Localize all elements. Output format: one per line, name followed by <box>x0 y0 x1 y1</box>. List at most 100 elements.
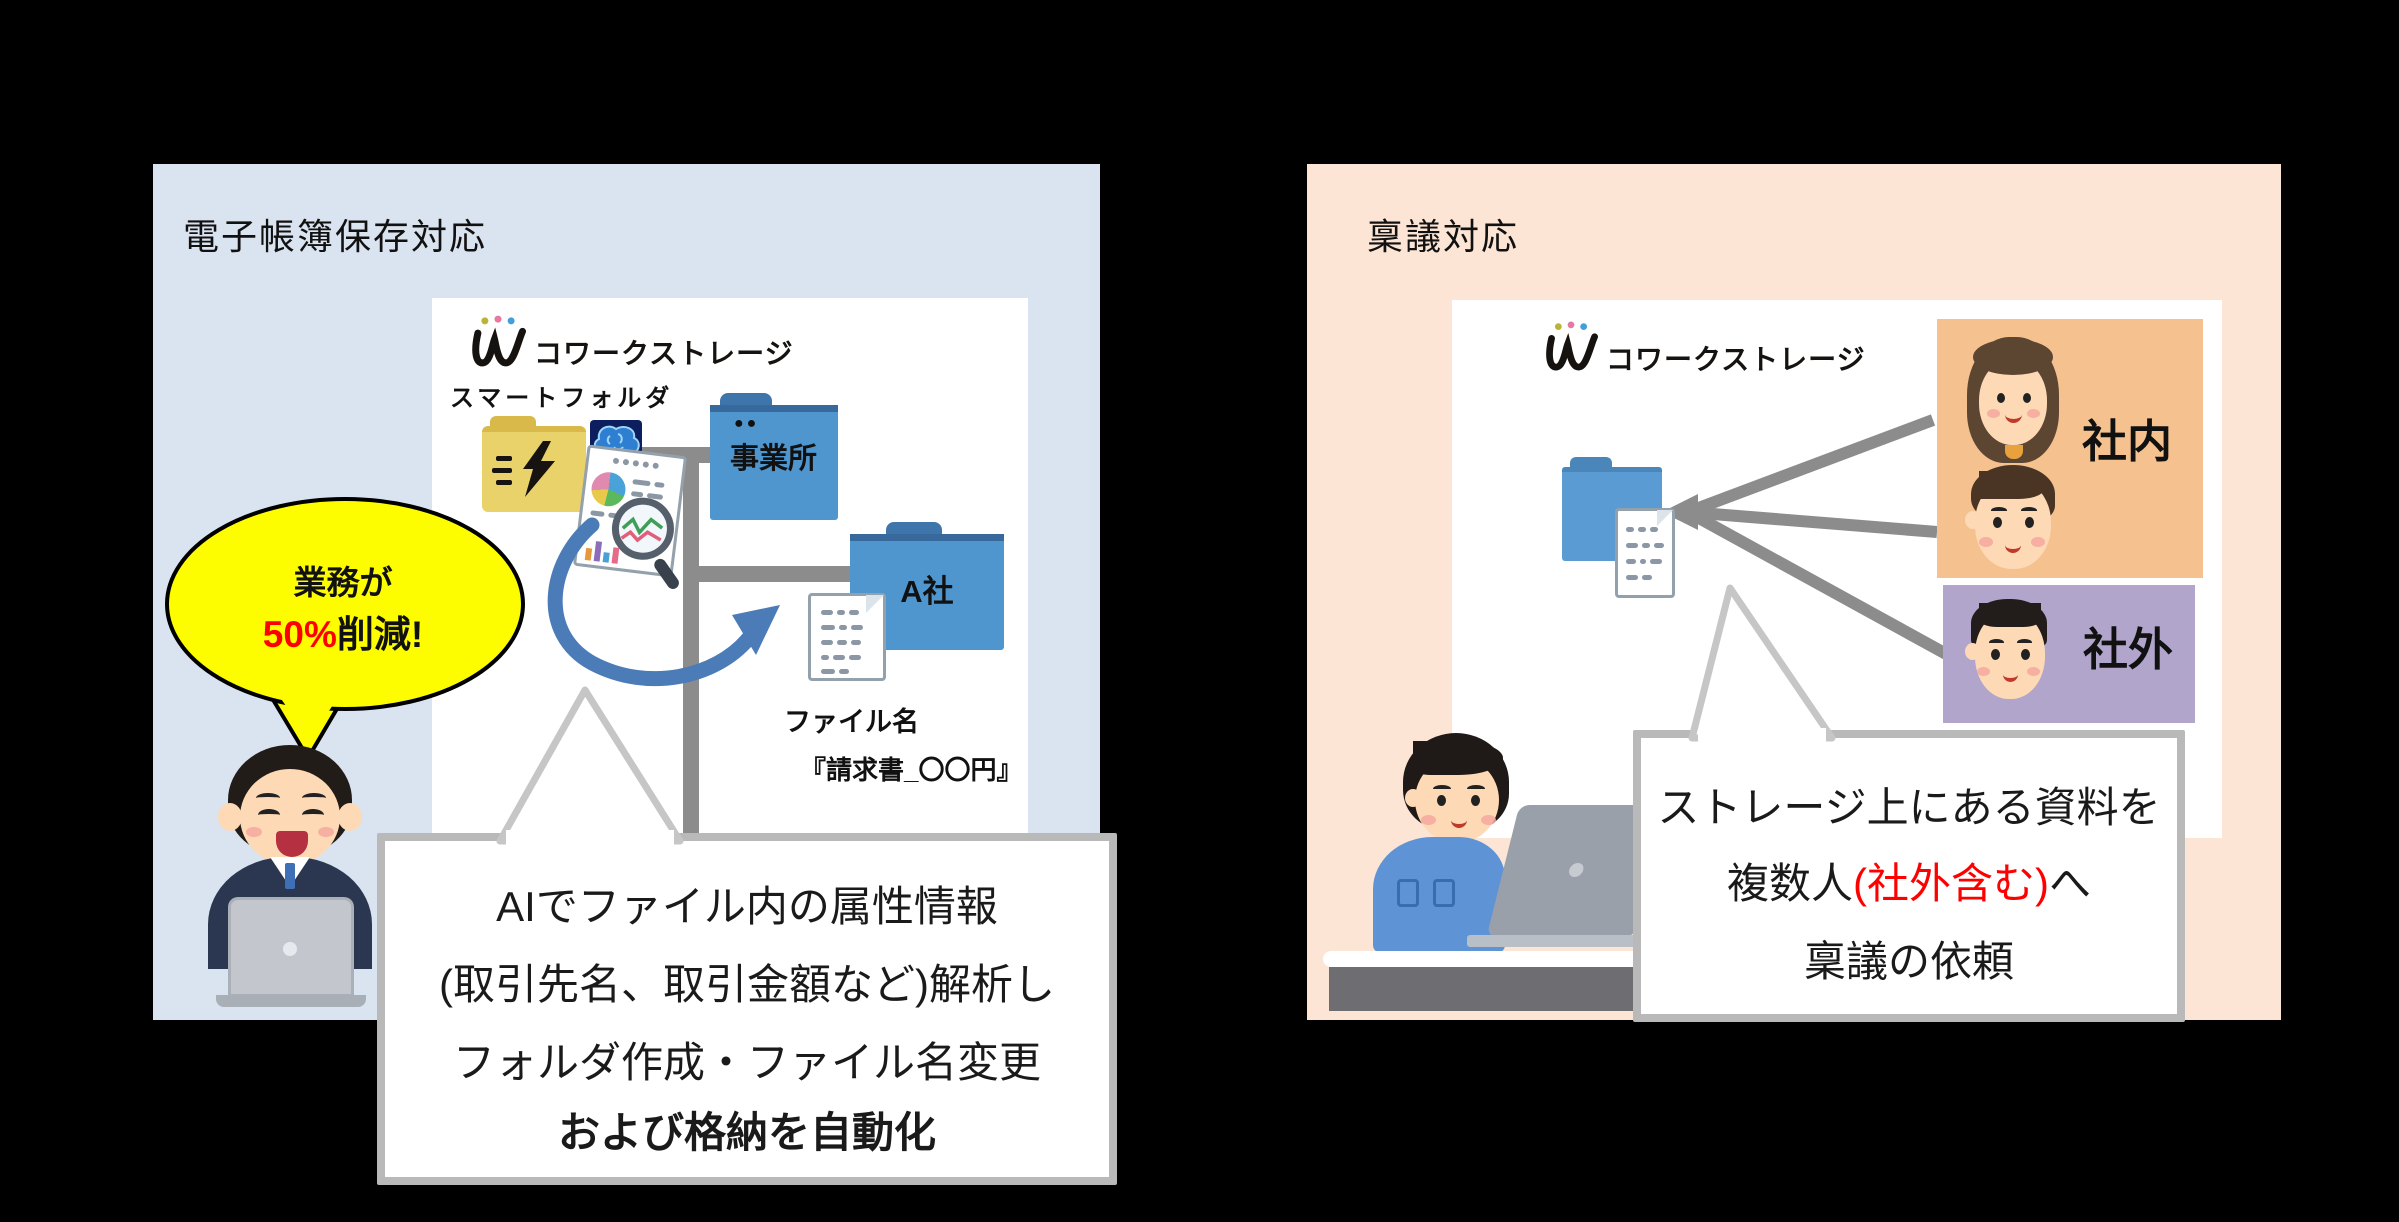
doc-line-row <box>1626 527 1658 532</box>
shirt-pocket <box>1433 879 1455 907</box>
speech-bubble-icon <box>165 497 525 762</box>
cowork-storage-logo-text: コワークストレージ <box>1606 344 1866 375</box>
page-fold <box>866 595 884 613</box>
motion-dash <box>496 456 512 461</box>
folder-strip <box>710 405 838 412</box>
auto-store-arrow-icon <box>547 517 780 687</box>
smile <box>2005 543 2021 553</box>
right-callout-pointer <box>1688 584 1836 754</box>
external-group-box: 社外 <box>1943 585 2195 723</box>
callout-line: および格納を自動化 <box>557 1109 936 1156</box>
doc-line-row <box>1626 559 1662 564</box>
smile <box>2005 413 2022 423</box>
fringe <box>1973 339 2053 375</box>
approval-request-callout: ストレージ上にある資料を 複数人(社外含む)へ 稟議の依頼 <box>1633 730 2185 1022</box>
motion-dash <box>496 480 512 485</box>
doc-line-row <box>821 655 861 660</box>
laptop-logo-dot <box>1567 863 1585 877</box>
cowork-storage-logo-mark-icon <box>472 315 526 367</box>
ai-feature-callout: AIでファイル内の属性情報 (取引先名、取引金額など)解析し フォルダ作成・ファ… <box>377 833 1117 1185</box>
callout-line: 複数人(社外含む)へ <box>1641 850 2177 911</box>
doc-line-row <box>1626 543 1664 548</box>
blush <box>1421 815 1436 825</box>
eyebrow <box>2021 507 2037 514</box>
blush <box>318 827 334 837</box>
eye <box>1471 795 1480 806</box>
eyebrow <box>2017 639 2032 646</box>
analysis-doc-icon <box>572 444 688 592</box>
doc-line-row <box>821 610 859 615</box>
callout-line: AIでファイル内の属性情報 <box>496 883 998 930</box>
eye <box>2025 517 2034 528</box>
blush <box>1977 667 1990 676</box>
eyebrow <box>1991 507 2007 514</box>
approver-at-desk-avatar <box>1317 729 1668 1014</box>
bubble-rest: 削減! <box>336 614 424 655</box>
eye <box>1437 795 1446 806</box>
eyebrow <box>302 793 326 803</box>
file-caption-name: 『請求書_〇〇円』 <box>800 755 1023 785</box>
laptop-icon <box>228 897 354 997</box>
callout-line2-suffix: へ <box>2048 860 2091 907</box>
callout-line2-prefix: 複数人 <box>1726 860 1853 907</box>
laptop-base <box>216 995 366 1007</box>
fringe <box>1979 471 2045 499</box>
right-panel-title: 稟議対応 <box>1367 216 1520 257</box>
open-mouth <box>276 831 308 857</box>
callout-line: ストレージ上にある資料を <box>1657 784 2161 831</box>
external-man-avatar <box>1965 599 2051 707</box>
ear <box>338 803 362 831</box>
eye <box>2023 393 2031 403</box>
blush <box>1979 537 1993 547</box>
blush <box>1481 815 1496 825</box>
folder-body <box>710 405 838 520</box>
office-worker-avatar <box>200 745 380 1017</box>
office-folder-label: 事業所 <box>730 443 818 475</box>
internal-man-avatar <box>1965 465 2061 575</box>
smile <box>1451 819 1467 828</box>
blush <box>1987 409 2000 418</box>
ear <box>218 803 242 831</box>
electronic-ledger-panel: 電子帳簿保存対応 コワークストレージ スマートフォルダ <box>153 164 1100 1020</box>
desk-slab <box>1329 967 1635 1011</box>
happy-eye <box>302 809 324 821</box>
doc-line-row <box>821 640 861 645</box>
fringe <box>1979 603 2041 627</box>
external-label: 社外 <box>2083 624 2174 675</box>
bubble-percent: 50% <box>262 614 337 655</box>
internal-group-box: 社内 <box>1937 319 2203 578</box>
file-caption-title: ファイル名 <box>784 707 919 737</box>
eyebrow <box>1433 785 1451 793</box>
desk-top <box>1323 951 1641 967</box>
callout-line: 稟議の依頼 <box>1803 938 2014 985</box>
left-callout-pointer <box>496 686 684 856</box>
callout-line2-red: (社外含む) <box>1853 860 2049 907</box>
cowork-storage-logo-mark-icon <box>1546 321 1598 371</box>
lightning-icon <box>523 441 555 497</box>
eye <box>2021 649 2030 660</box>
page-fold <box>1657 510 1673 526</box>
internal-label: 社内 <box>2082 416 2173 467</box>
motion-dash <box>492 468 512 473</box>
blush <box>2031 537 2045 547</box>
company-folder-label: A社 <box>900 574 954 609</box>
folder-strip <box>850 534 1004 541</box>
eyebrow <box>256 793 280 803</box>
blush <box>2027 409 2040 418</box>
eye <box>1997 393 2005 403</box>
shared-document-icon <box>1615 508 1675 598</box>
line-chart-icon <box>620 516 664 543</box>
happy-eye <box>258 809 280 821</box>
callout-line: フォルダ作成・ファイル名変更 <box>452 1039 1041 1086</box>
office-folder-icon: ●● 事業所 <box>710 393 838 520</box>
internal-woman-avatar <box>1967 337 2059 469</box>
bubble-line2: 50%削減! <box>203 604 483 658</box>
doc-line-row <box>821 625 863 630</box>
eyebrow <box>1467 785 1485 793</box>
callout-line: (取引先名、取引金額など)解析し <box>439 961 1055 1008</box>
smart-folder-label: スマートフォルダ <box>450 385 674 412</box>
smile <box>2003 673 2018 682</box>
bubble-line1: 業務が <box>293 564 393 601</box>
laptop-deck <box>1467 935 1667 947</box>
